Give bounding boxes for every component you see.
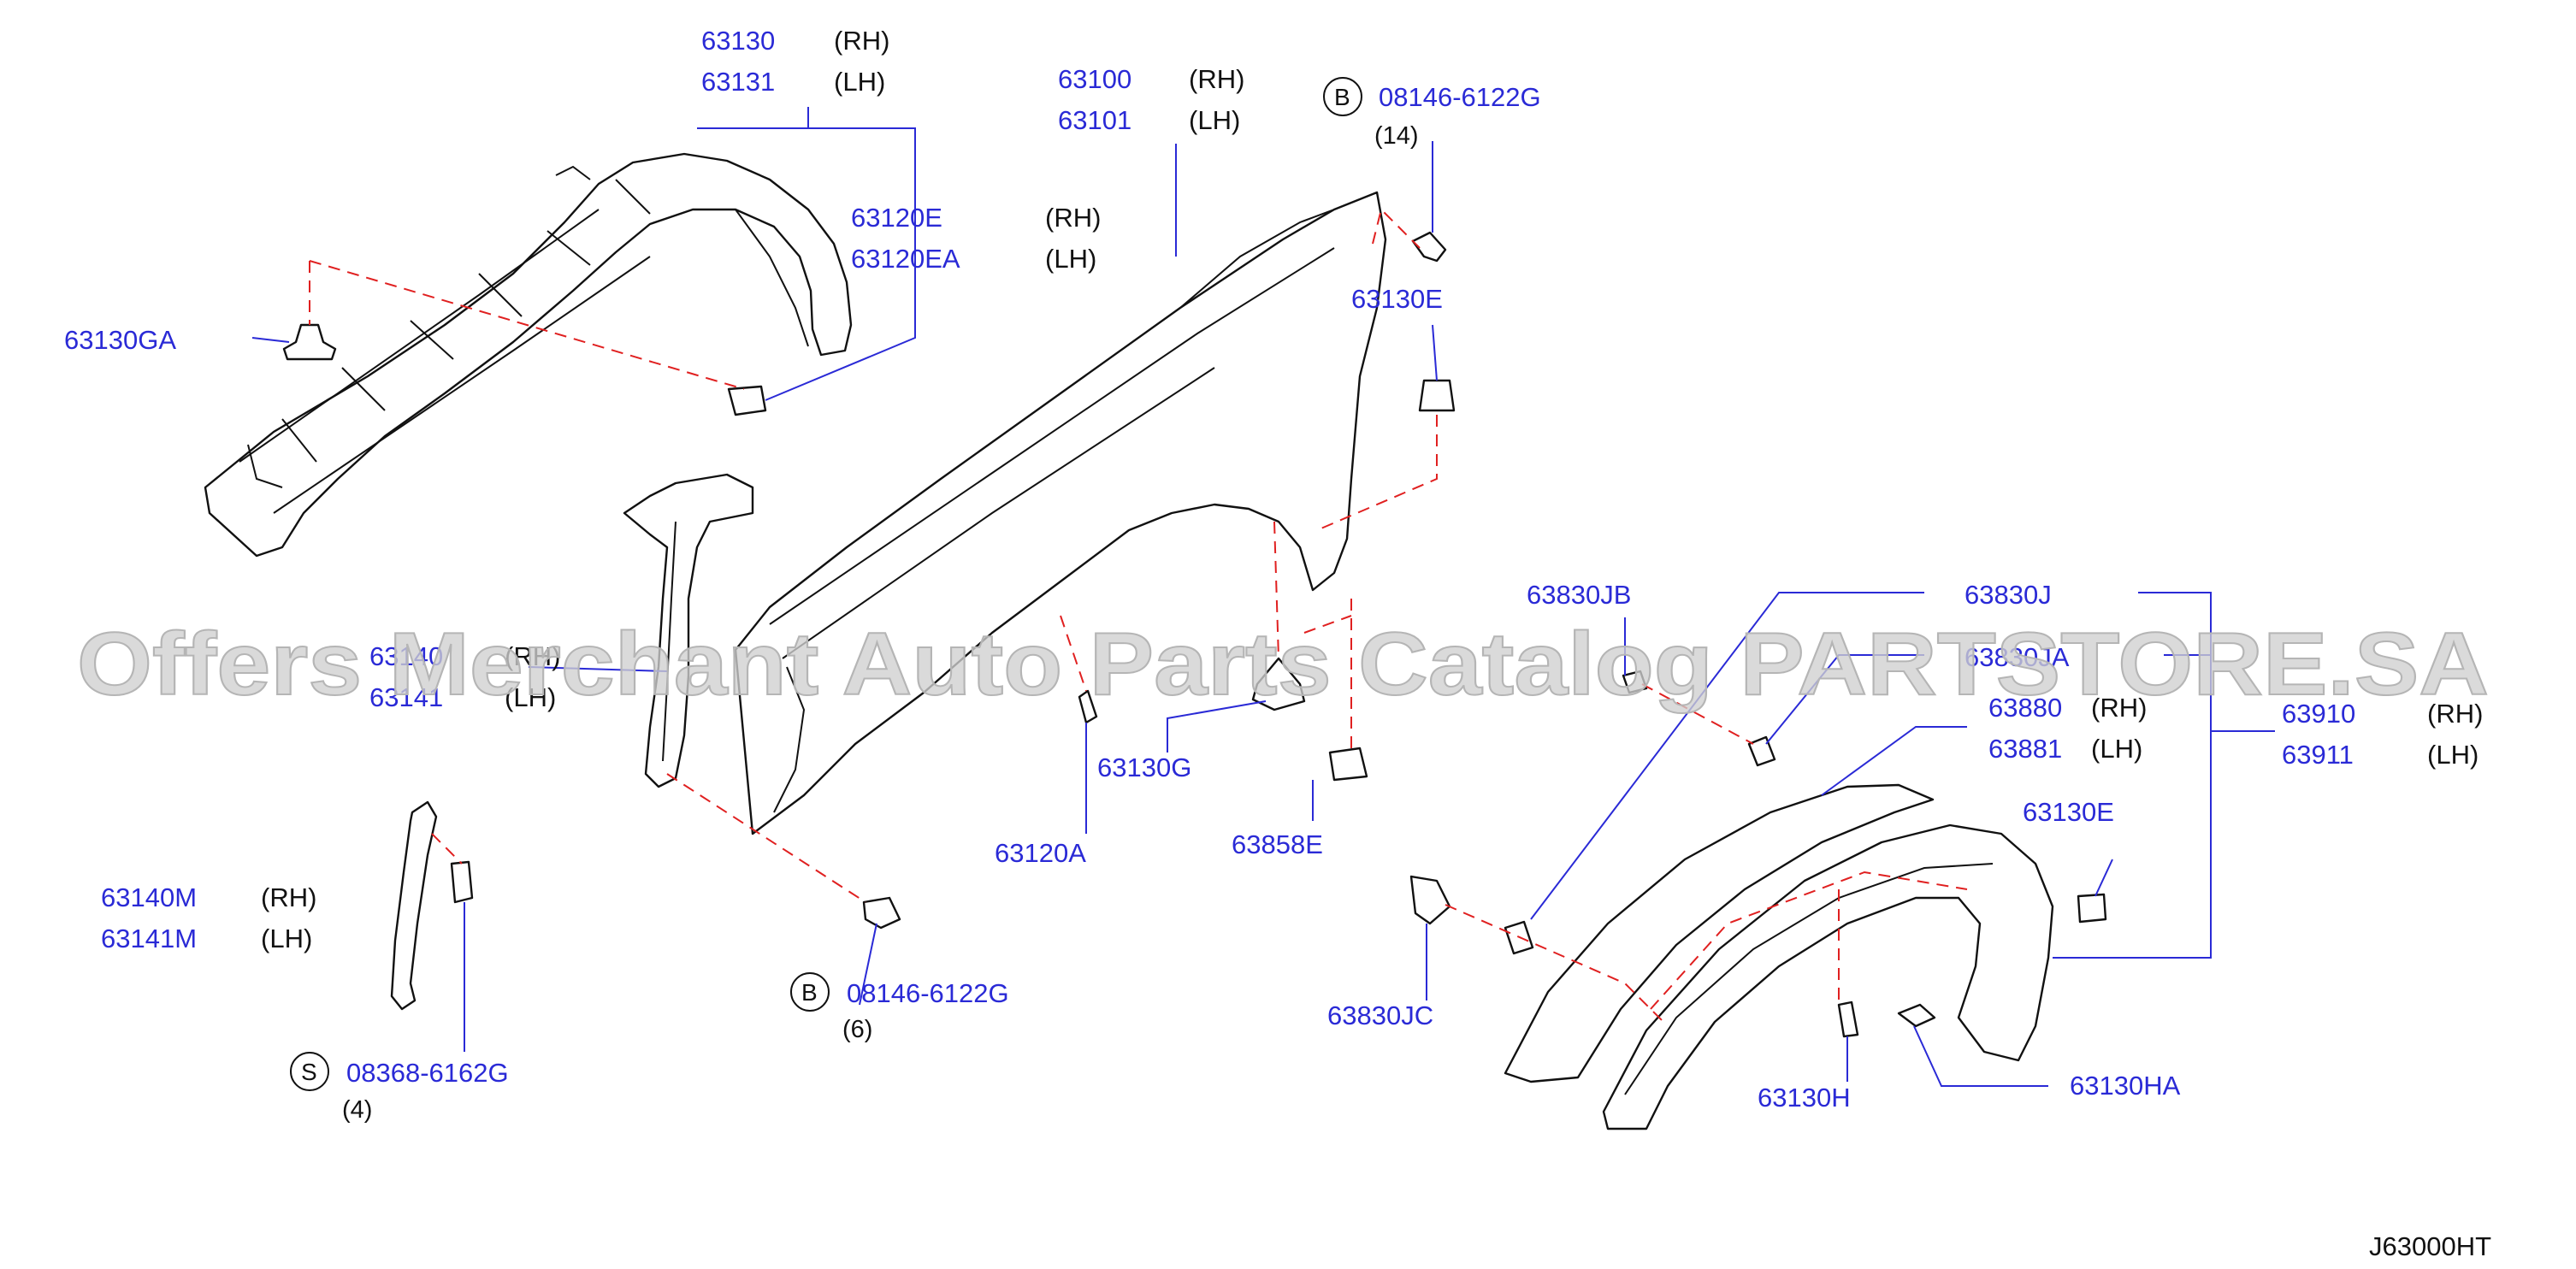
leader-lines bbox=[251, 107, 2275, 1087]
side-rh-label: (RH) bbox=[261, 882, 316, 912]
part-number-63120ea[interactable]: 63120EA bbox=[851, 244, 960, 274]
fasteners bbox=[282, 231, 2107, 1038]
side-lh-label: (LH) bbox=[2091, 734, 2142, 764]
part-number-63101[interactable]: 63101 bbox=[1058, 105, 1131, 135]
side-rh-label: (RH) bbox=[1045, 203, 1101, 233]
part-number-63130e-top[interactable]: 63130E bbox=[1351, 284, 1443, 314]
bolt-badge-b: B bbox=[1323, 77, 1362, 116]
part-number-63130g[interactable]: 63130G bbox=[1097, 753, 1191, 782]
side-rh-label: (RH) bbox=[2427, 699, 2483, 729]
diagram-code: J63000HT bbox=[2369, 1231, 2491, 1261]
part-number-63120e[interactable]: 63120E bbox=[851, 203, 942, 233]
clip-63858e-part bbox=[1328, 747, 1368, 782]
side-rh-label: (RH) bbox=[505, 641, 560, 671]
bolt-lower-part bbox=[862, 896, 901, 930]
part-number-63910[interactable]: 63910 bbox=[2282, 699, 2355, 729]
part-number-63130ha[interactable]: 63130HA bbox=[2070, 1071, 2181, 1101]
quantity-4: (4) bbox=[342, 1096, 372, 1124]
part-number-63130e-right[interactable]: 63130E bbox=[2023, 797, 2114, 827]
fender-bracket-part bbox=[623, 473, 754, 788]
bolt-stay-part bbox=[450, 860, 474, 904]
part-number-63120a[interactable]: 63120A bbox=[995, 838, 1086, 868]
side-lh-label: (LH) bbox=[261, 924, 312, 953]
screw-63830ja-part bbox=[1747, 735, 1776, 767]
fender-protector-part bbox=[204, 152, 853, 558]
part-number-63100[interactable]: 63100 bbox=[1058, 64, 1131, 94]
svg-text:B: B bbox=[1334, 84, 1350, 110]
screw-63130ha-part bbox=[1897, 1003, 1936, 1028]
part-number-63830jb[interactable]: 63830JB bbox=[1527, 580, 1631, 610]
assembly-lines bbox=[309, 208, 1968, 1023]
part-number-63130[interactable]: 63130 bbox=[701, 26, 775, 56]
part-number-63131[interactable]: 63131 bbox=[701, 67, 775, 97]
screw-63130h-part bbox=[1837, 1000, 1859, 1038]
part-number-63130h[interactable]: 63130H bbox=[1758, 1083, 1851, 1113]
bolt-badge-b: B bbox=[790, 972, 830, 1012]
clip-63830jc-part bbox=[1409, 875, 1451, 925]
stay-part bbox=[390, 800, 438, 1011]
side-lh-label: (LH) bbox=[1045, 244, 1096, 274]
clip-63830jb-part bbox=[1622, 670, 1648, 694]
side-lh-label: (LH) bbox=[2427, 740, 2479, 770]
part-number-08368-6162g[interactable]: 08368-6162G bbox=[346, 1058, 509, 1088]
front-fender-part bbox=[734, 191, 1387, 835]
quantity-6: (6) bbox=[842, 1016, 872, 1043]
quantity-14: (14) bbox=[1374, 122, 1419, 150]
watermark-text: Offers Merchant Auto Parts Catalog PARTS… bbox=[77, 615, 2489, 714]
part-number-63858e[interactable]: 63858E bbox=[1232, 829, 1323, 859]
clip-63130e-top-part bbox=[1418, 379, 1456, 412]
fender-flare-part bbox=[1504, 783, 2054, 1130]
part-number-63140m[interactable]: 63140M bbox=[101, 882, 197, 912]
clip-63130e-right-part bbox=[2077, 893, 2107, 924]
part-number-63881[interactable]: 63881 bbox=[1988, 734, 2062, 764]
part-number-63911[interactable]: 63911 bbox=[2282, 740, 2354, 770]
part-number-08146-6122g-top[interactable]: 08146-6122G bbox=[1379, 82, 1541, 112]
svg-text:B: B bbox=[801, 979, 818, 1006]
clip-63130ga-part bbox=[282, 323, 337, 361]
part-number-63130ga[interactable]: 63130GA bbox=[64, 325, 176, 355]
part-number-63880[interactable]: 63880 bbox=[1988, 693, 2062, 723]
part-number-08146-6122g-lower[interactable]: 08146-6122G bbox=[847, 978, 1009, 1008]
bolt-badge-s: S bbox=[290, 1052, 329, 1091]
svg-text:S: S bbox=[301, 1059, 317, 1085]
side-rh-label: (RH) bbox=[834, 26, 889, 56]
side-lh-label: (LH) bbox=[505, 682, 556, 712]
part-number-63141m[interactable]: 63141M bbox=[101, 924, 197, 953]
nut-63120e-part bbox=[727, 385, 767, 416]
part-number-63830j[interactable]: 63830J bbox=[1964, 580, 2052, 610]
screw-63120a-part bbox=[1078, 689, 1098, 724]
grommet-63130g-part bbox=[1251, 657, 1306, 711]
part-number-63141[interactable]: 63141 bbox=[369, 682, 443, 712]
side-rh-label: (RH) bbox=[1189, 64, 1244, 94]
side-lh-label: (LH) bbox=[834, 67, 885, 97]
part-number-63830jc[interactable]: 63830JC bbox=[1327, 1000, 1433, 1030]
bolt-top-part bbox=[1411, 231, 1447, 263]
part-number-63140[interactable]: 63140 bbox=[369, 641, 443, 671]
part-number-63830ja[interactable]: 63830JA bbox=[1964, 642, 2070, 672]
side-lh-label: (LH) bbox=[1189, 105, 1240, 135]
side-rh-label: (RH) bbox=[2091, 693, 2147, 723]
